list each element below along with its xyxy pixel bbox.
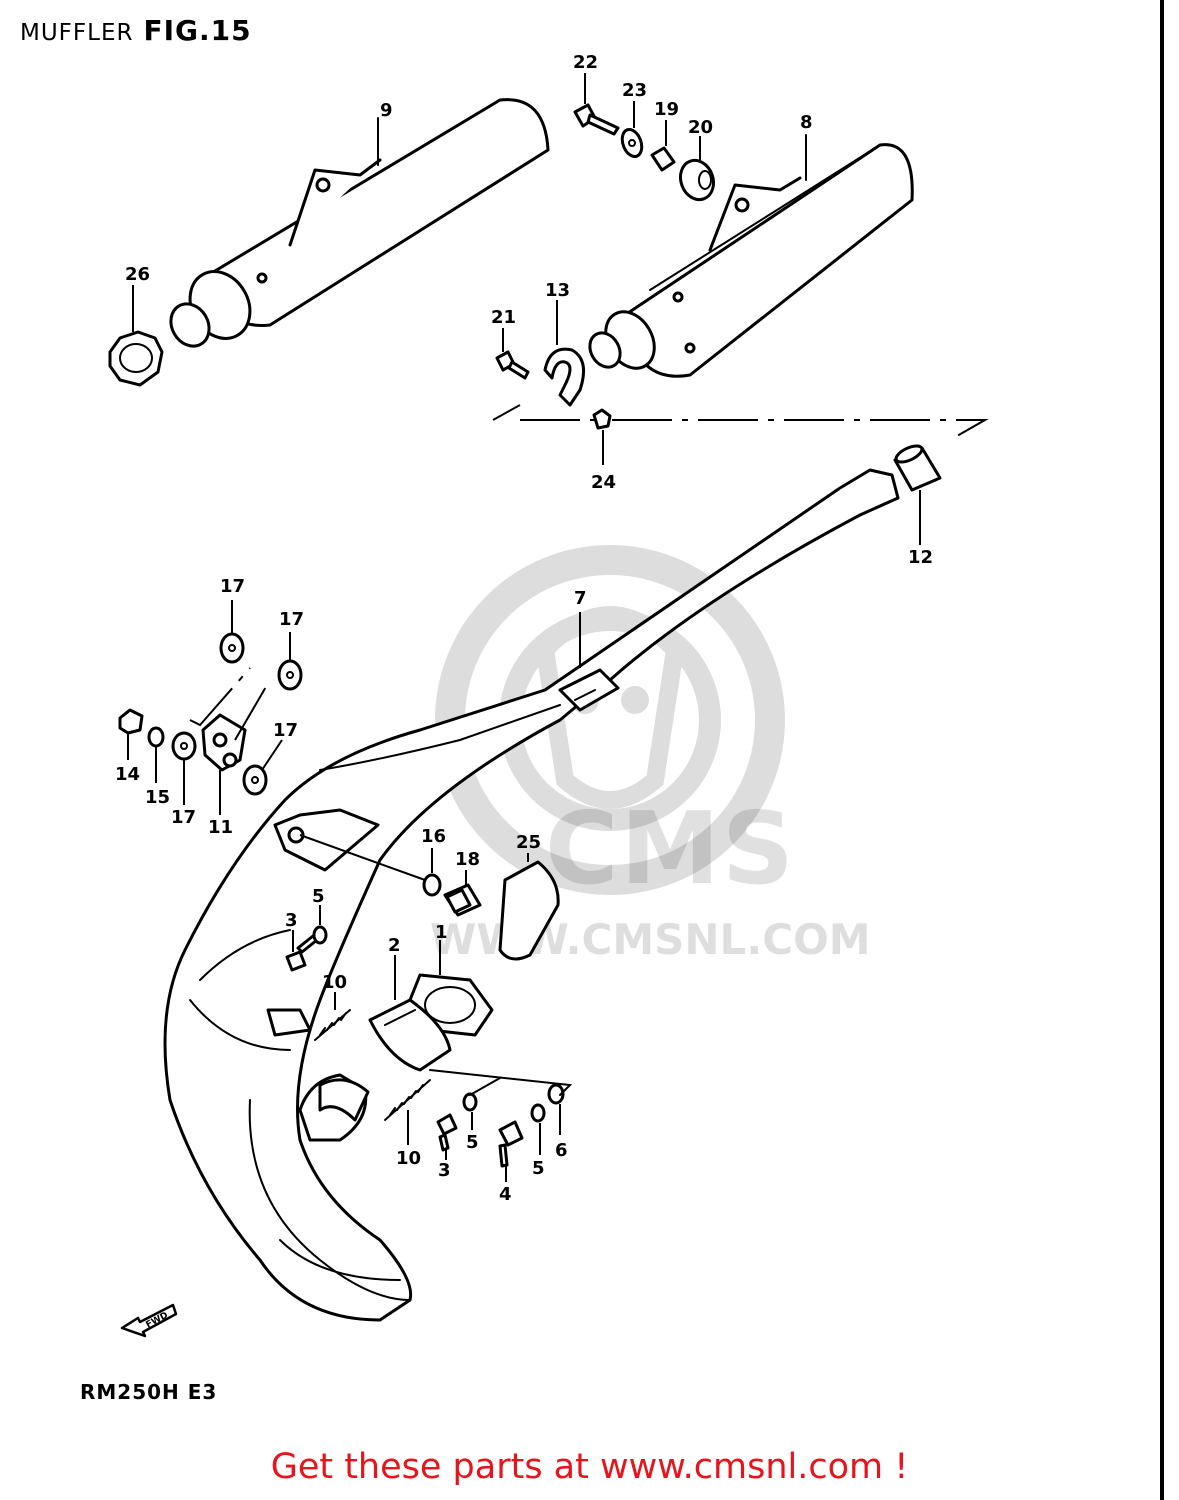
end-cap-26 — [108, 285, 164, 387]
get-parts-link[interactable]: Get these parts at www.cmsnl.com ! — [270, 1447, 909, 1487]
page-border — [1160, 0, 1164, 1500]
callout-14: 14 — [115, 764, 140, 785]
callout-21: 21 — [491, 307, 516, 328]
callout-5-lower-b: 5 — [532, 1158, 545, 1179]
callout-13: 13 — [545, 280, 570, 301]
callout-15: 15 — [145, 787, 170, 808]
washer-5-upper — [312, 905, 328, 945]
callout-1: 1 — [435, 922, 448, 943]
callout-16: 16 — [421, 826, 446, 847]
page-category: MUFFLER — [20, 20, 134, 46]
grommet-20 — [678, 136, 716, 202]
callout-23: 23 — [622, 80, 647, 101]
bracket-11 — [201, 713, 247, 815]
callout-22: 22 — [573, 52, 598, 73]
bolt-22 — [573, 73, 620, 136]
callout-3-lower: 3 — [438, 1160, 451, 1181]
callout-12: 12 — [908, 547, 933, 568]
spring-10-lower — [384, 1079, 431, 1145]
callout-18: 18 — [455, 849, 480, 870]
washer-23 — [620, 101, 644, 159]
callout-10-lower: 10 — [396, 1148, 421, 1169]
washer-5-lower-a — [462, 1092, 478, 1130]
silencer-9 — [169, 98, 550, 348]
spring-10-upper — [314, 992, 351, 1041]
washer-17-top — [219, 600, 245, 664]
callout-17-lower: 17 — [273, 720, 298, 741]
damper-25 — [498, 853, 560, 961]
nut-24 — [592, 408, 612, 465]
watermark-brand: CMS — [545, 790, 796, 907]
callout-19: 19 — [654, 99, 679, 120]
sleeve-12 — [893, 444, 942, 545]
model-code: RM250H E3 — [80, 1380, 218, 1404]
bolt-21 — [495, 328, 530, 380]
callout-7: 7 — [574, 588, 587, 609]
callout-4: 4 — [499, 1184, 512, 1205]
washer-17-left — [171, 731, 197, 805]
callout-20: 20 — [688, 117, 713, 138]
callout-26: 26 — [125, 264, 150, 285]
callout-25: 25 — [516, 832, 541, 853]
washer-16 — [299, 834, 442, 897]
callout-8: 8 — [800, 112, 813, 133]
silencer-8 — [588, 134, 914, 378]
washer-5-lower-b — [530, 1103, 546, 1155]
chamber-bracket — [273, 808, 380, 872]
nut-14 — [118, 708, 144, 760]
bolt-4 — [498, 1120, 524, 1182]
washer-6 — [547, 1083, 565, 1135]
callout-2: 2 — [388, 935, 401, 956]
callout-17-top: 17 — [220, 576, 245, 597]
expansion-chamber-7 — [163, 468, 900, 1322]
collar-19 — [650, 120, 676, 172]
callout-5-lower-a: 5 — [466, 1132, 479, 1153]
callout-17-right: 17 — [279, 609, 304, 630]
callout-3-upper: 3 — [285, 910, 298, 931]
clamp-13 — [543, 300, 586, 407]
washer-17-right — [277, 632, 303, 691]
callout-10-upper: 10 — [322, 972, 347, 993]
callout-6: 6 — [555, 1140, 568, 1161]
forward-arrow-icon: FWD — [120, 1303, 178, 1338]
gasket-2 — [368, 955, 452, 1072]
bolt-3-lower — [436, 1113, 458, 1160]
bolt-18 — [443, 870, 482, 917]
callout-11: 11 — [208, 817, 233, 838]
callout-5-upper: 5 — [312, 886, 325, 907]
washer-17-lower — [242, 739, 283, 796]
callout-24: 24 — [591, 472, 616, 493]
callout-9: 9 — [380, 100, 393, 121]
callout-17-left: 17 — [171, 807, 196, 828]
page-header: MUFFLER FIG.15 — [20, 14, 252, 47]
washer-15 — [147, 726, 165, 783]
figure-number: FIG.15 — [143, 14, 252, 47]
